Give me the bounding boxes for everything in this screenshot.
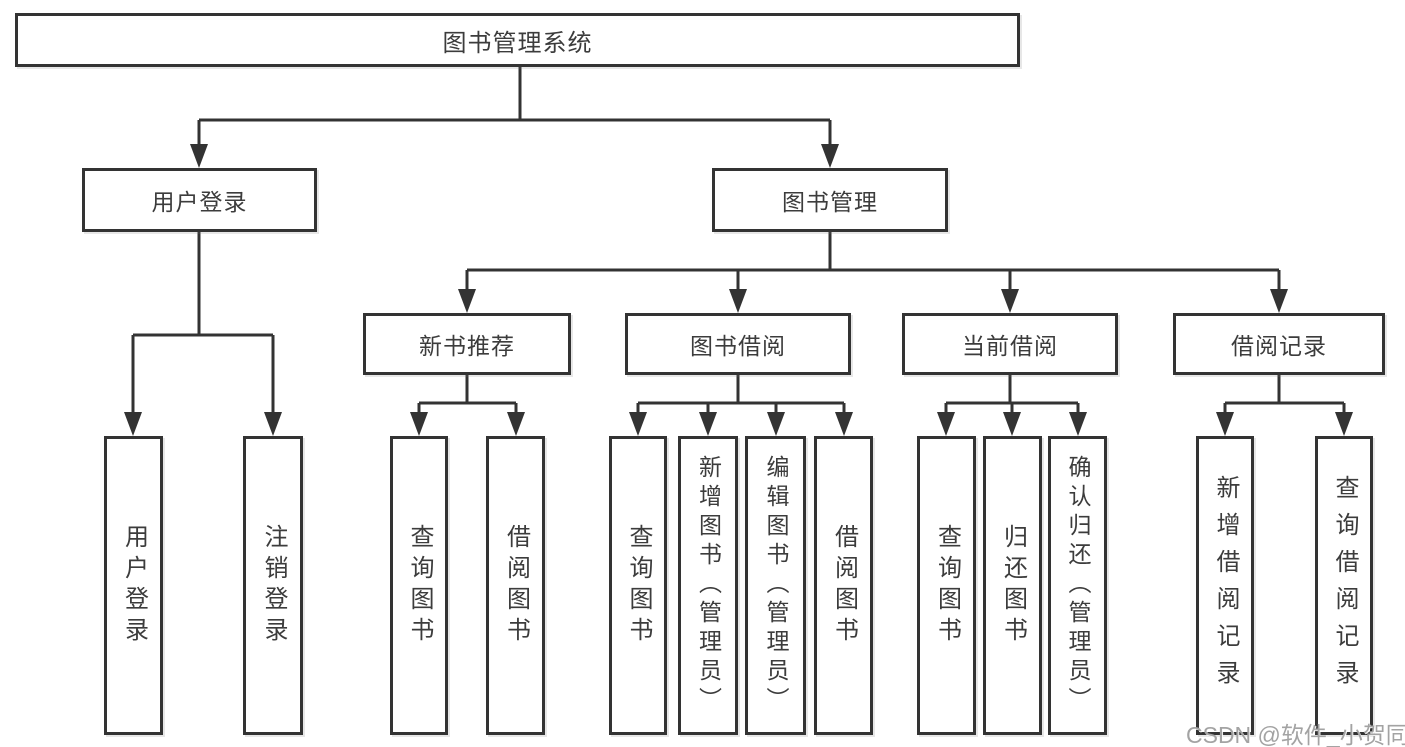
node-label: 查询图书 <box>933 523 961 648</box>
node-label: 图书借阅 <box>690 333 786 359</box>
arrow-head <box>124 412 142 436</box>
node-book-borrow: 图书借阅 <box>625 313 851 375</box>
node-label: 确认归还（管理员） <box>1065 455 1091 716</box>
arrow-head <box>410 412 428 436</box>
node-label: 借阅记录 <box>1231 333 1327 359</box>
leaf-user-login: 用户登录 <box>104 436 163 735</box>
node-user-login: 用户登录 <box>82 168 317 232</box>
node-borrow-records: 借阅记录 <box>1173 313 1385 375</box>
arrow-head <box>767 412 785 436</box>
node-new-book-recommend: 新书推荐 <box>363 313 571 375</box>
node-label: 用户登录 <box>120 523 148 648</box>
arrow-head <box>507 412 525 436</box>
leaf-query-books-1: 查询图书 <box>390 436 448 735</box>
node-label: 借阅图书 <box>502 523 530 648</box>
leaf-borrow-books-1: 借阅图书 <box>486 436 545 735</box>
arrow-head <box>835 412 853 436</box>
csdn-watermark: CSDN @软件_小贺同学 <box>1186 722 1405 747</box>
node-label: 当前借阅 <box>962 333 1058 359</box>
node-label: 编辑图书（管理员） <box>763 455 789 716</box>
node-label: 新增图书（管理员） <box>695 455 722 716</box>
leaf-query-books-2: 查询图书 <box>609 436 667 735</box>
node-label: 借阅图书 <box>830 523 858 648</box>
leaf-logout: 注销登录 <box>243 436 303 735</box>
node-label: 图书管理 <box>782 189 878 215</box>
node-label: 查询图书 <box>406 523 433 648</box>
arrow-head <box>1069 412 1087 436</box>
node-current-borrow: 当前借阅 <box>902 313 1118 375</box>
arrow-head <box>1001 289 1019 313</box>
node-book-management: 图书管理 <box>712 168 948 232</box>
arrow-head <box>190 144 208 168</box>
arrow-head <box>264 412 282 436</box>
leaf-return-books: 归还图书 <box>983 436 1042 735</box>
leaf-edit-books-admin: 编辑图书（管理员） <box>745 436 806 735</box>
arrow-head <box>729 289 747 313</box>
arrow-head <box>821 144 839 168</box>
leaf-add-books-admin: 新增图书（管理员） <box>678 436 738 735</box>
leaf-add-borrow-record: 新增借阅记录 <box>1196 436 1254 735</box>
arrow-head <box>1216 412 1234 436</box>
node-label: 查询图书 <box>625 523 652 648</box>
leaf-query-books-3: 查询图书 <box>917 436 976 735</box>
leaf-confirm-return-admin: 确认归还（管理员） <box>1048 436 1107 735</box>
node-label: 图书管理系统 <box>442 29 593 57</box>
arrow-head <box>699 412 717 436</box>
node-label: 用户登录 <box>151 189 248 215</box>
node-label: 新增借阅记录 <box>1212 474 1239 697</box>
node-label: 新书推荐 <box>419 333 515 359</box>
leaf-borrow-books-2: 借阅图书 <box>814 436 873 735</box>
arrow-head <box>458 289 476 313</box>
arrow-head <box>1270 289 1288 313</box>
arrow-head <box>937 412 955 436</box>
node-label: 归还图书 <box>999 523 1027 648</box>
node-label: 注销登录 <box>260 523 287 648</box>
node-system-root: 图书管理系统 <box>15 13 1020 67</box>
arrow-head <box>629 412 647 436</box>
arrow-head <box>1003 412 1021 436</box>
leaf-query-borrow-record: 查询借阅记录 <box>1315 436 1373 735</box>
node-label: 查询借阅记录 <box>1331 474 1358 697</box>
arrow-head <box>1335 412 1353 436</box>
